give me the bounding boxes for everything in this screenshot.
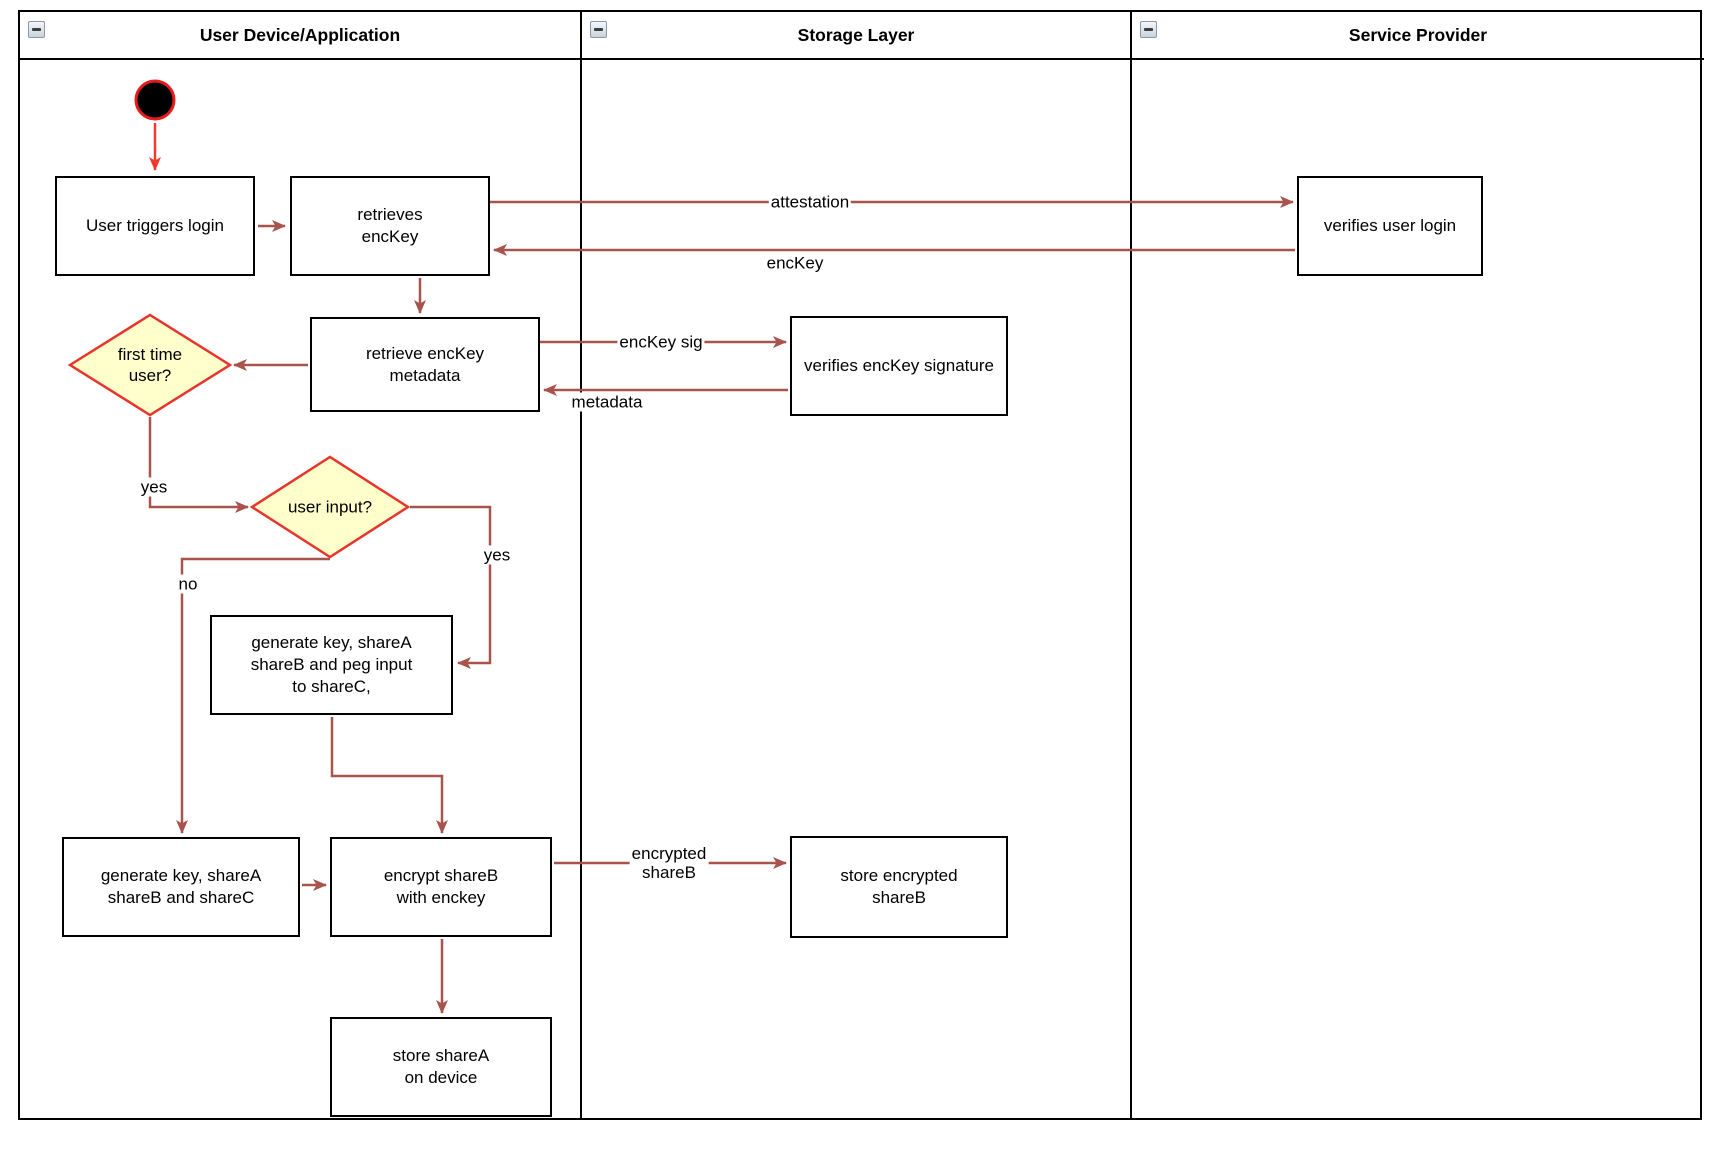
node-generate-key-shares[interactable]: generate key, shareA shareB and shareC <box>62 837 300 937</box>
edge-peg-to-encrypt <box>330 717 448 834</box>
edge-userinput-yes <box>410 505 492 669</box>
lane-title: Storage Layer <box>797 24 915 45</box>
node-retrieves-enckey[interactable]: retrieves encKey <box>290 176 490 276</box>
initial-node[interactable] <box>134 79 176 121</box>
collapse-icon[interactable] <box>590 21 607 38</box>
node-user-triggers-login[interactable]: User triggers login <box>55 176 255 276</box>
edge-label-no-user-input: no <box>176 574 200 594</box>
edge-label-yes-first-time: yes <box>138 477 170 497</box>
node-encrypt-shareb[interactable]: encrypt shareB with enckey <box>330 837 552 937</box>
node-store-encrypted-shareb[interactable]: store encrypted shareB <box>790 836 1008 938</box>
decision-label-first-time-user: first time user? <box>117 345 183 385</box>
lane-user-device: User Device/Application <box>20 12 582 1118</box>
edge-label-metadata: metadata <box>569 392 645 412</box>
node-verifies-enckey-signature[interactable]: verifies encKey signature <box>790 316 1008 416</box>
edge-firsttime-yes <box>148 417 249 513</box>
lane-service-provider: Service Provider <box>1132 12 1704 1118</box>
node-generate-key-peg-input[interactable]: generate key, shareA shareB and peg inpu… <box>210 615 453 715</box>
edge-userinput-no <box>176 557 330 834</box>
decision-first-time-user[interactable] <box>67 313 233 417</box>
collapse-icon[interactable] <box>1140 21 1157 38</box>
node-retrieve-enckey-metadata[interactable]: retrieve encKey metadata <box>310 317 540 412</box>
minus-icon <box>594 28 603 31</box>
minus-icon <box>1144 28 1153 31</box>
decision-label-user-input: user input? <box>287 497 373 517</box>
lane-header-service-provider[interactable]: Service Provider <box>1132 12 1704 60</box>
minus-icon <box>32 28 41 31</box>
decision-user-input[interactable] <box>249 455 411 559</box>
collapse-icon[interactable] <box>28 21 45 38</box>
node-store-sharea-on-device[interactable]: store shareA on device <box>330 1017 552 1117</box>
edge-label-enckey-sig: encKey sig <box>617 332 705 352</box>
edge-label-enckey: encKey <box>764 253 826 273</box>
edge-label-encrypted-shareb: encrypted shareB <box>629 844 709 882</box>
edge-label-attestation: attestation <box>768 192 852 212</box>
lane-header-storage-layer[interactable]: Storage Layer <box>582 12 1130 60</box>
lane-header-user-device[interactable]: User Device/Application <box>20 12 580 60</box>
lane-title: User Device/Application <box>199 24 401 45</box>
lane-title: Service Provider <box>1348 24 1488 45</box>
node-verifies-user-login[interactable]: verifies user login <box>1297 176 1483 276</box>
edge-label-yes-user-input: yes <box>481 545 513 565</box>
lane-storage-layer: Storage Layer <box>582 12 1132 1118</box>
